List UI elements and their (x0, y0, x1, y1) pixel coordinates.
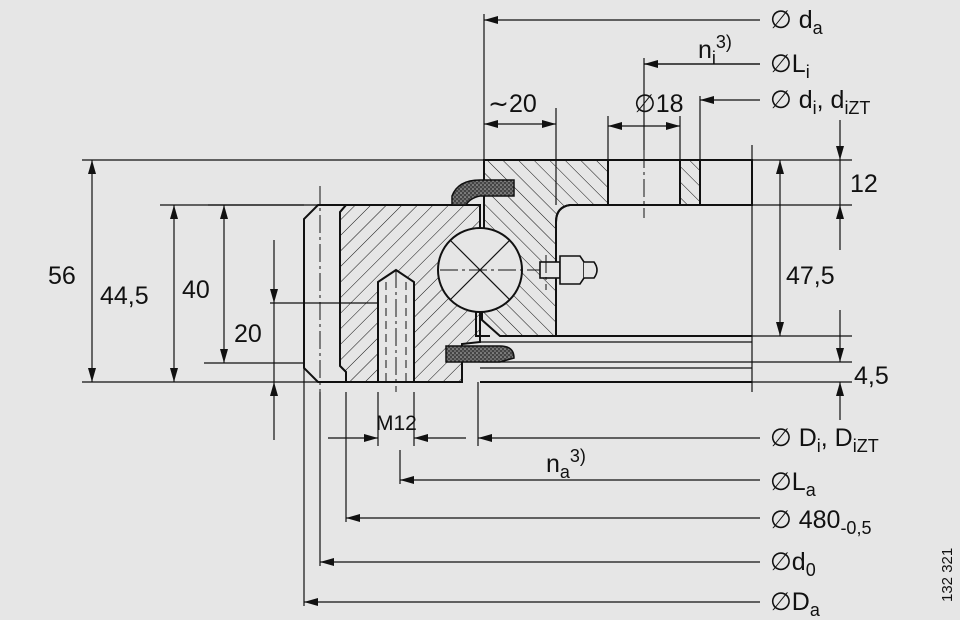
right-dimensions (752, 120, 852, 420)
label-44-5: 44,5 (100, 282, 149, 310)
label-D-i: ∅ Di, DiZT (770, 424, 879, 456)
label-d-a: ∅ da (770, 6, 824, 38)
label-n-i: ni3) (698, 32, 732, 68)
m12-thread-hole (377, 268, 415, 392)
label-d-i: ∅ di, diZT (770, 86, 870, 118)
seals (445, 179, 515, 363)
label-40: 40 (182, 276, 210, 304)
top-dimensions (483, 14, 760, 205)
label-L-a: ∅La (770, 468, 817, 500)
drawing-number: 132 321 (939, 548, 956, 602)
label-4-5: 4,5 (854, 362, 889, 390)
label-dia-480: ∅ 480-0,5 (770, 506, 871, 538)
label-D-a: ∅Da (770, 588, 821, 620)
label-47-5: 47,5 (786, 262, 835, 290)
label-approx-20: ∼20 (488, 90, 537, 118)
label-d-0: ∅d0 (770, 548, 816, 580)
label-m12: M12 (376, 412, 417, 435)
ball (437, 227, 540, 313)
label-20: 20 (234, 320, 262, 348)
label-12: 12 (850, 170, 878, 198)
bottom-dimensions (303, 368, 760, 606)
label-n-a: na3) (546, 446, 586, 482)
grease-nipple (539, 255, 598, 290)
label-dia-18: ∅18 (634, 90, 684, 118)
label-l-i: ∅Li (770, 50, 810, 82)
left-dimensions (82, 159, 484, 440)
label-56: 56 (48, 262, 76, 290)
